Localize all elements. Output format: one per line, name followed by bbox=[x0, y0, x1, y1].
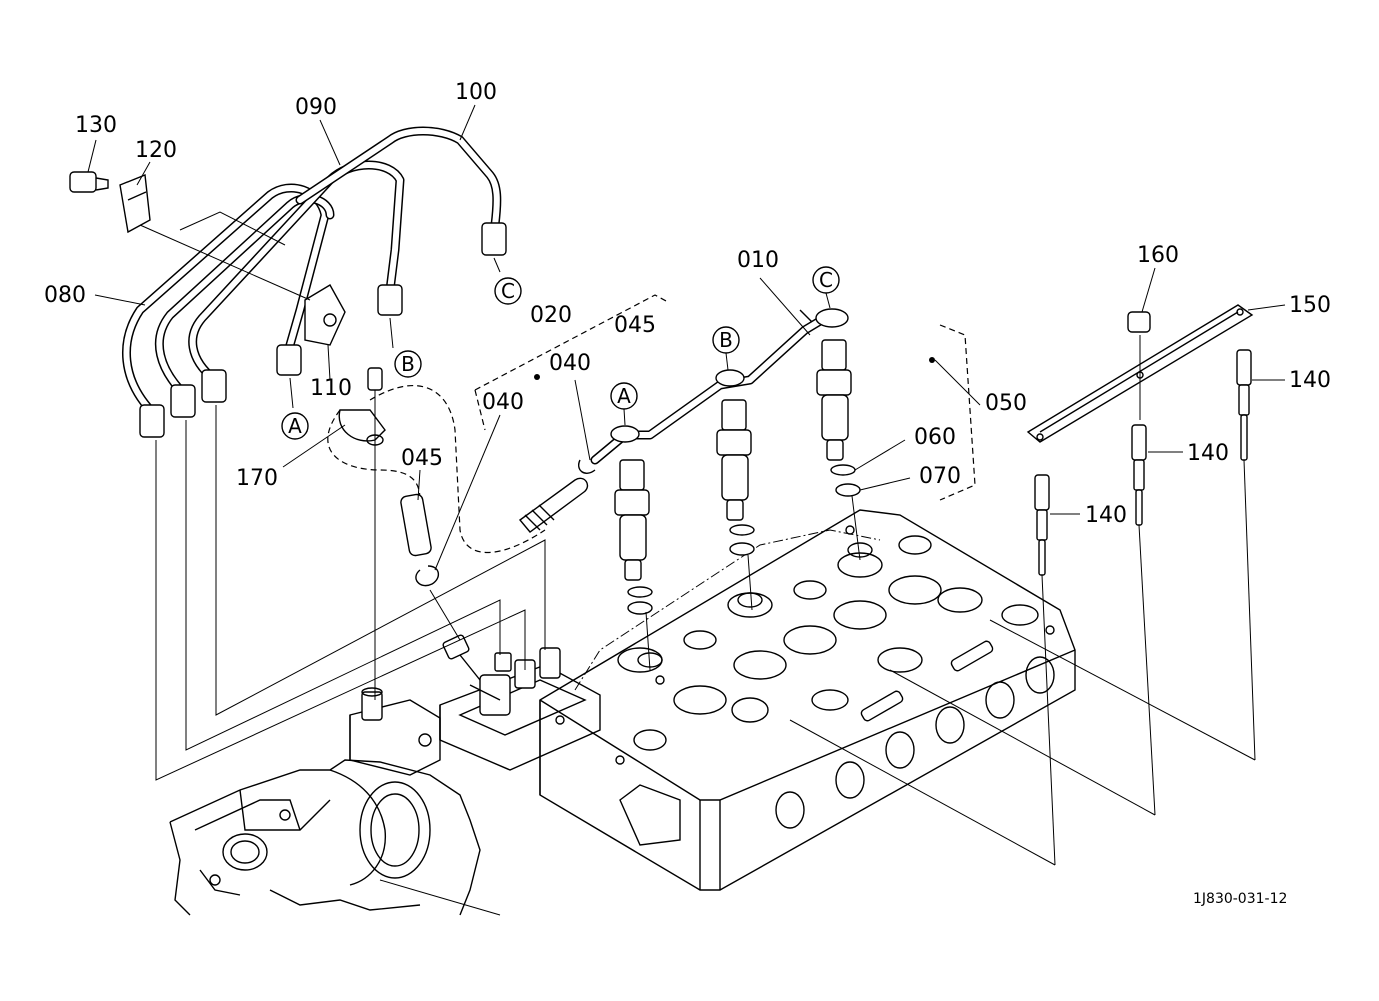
connection-markers: A B C A B C bbox=[281, 266, 840, 440]
label-140-right: 140 bbox=[1289, 368, 1331, 393]
clamp-parts bbox=[69, 171, 346, 346]
label-060: 060 bbox=[914, 425, 956, 450]
part-labels: 130 120 090 100 080 110 170 045 040 020 … bbox=[44, 80, 1331, 528]
label-080: 080 bbox=[44, 283, 86, 308]
svg-text:A: A bbox=[288, 414, 302, 438]
diagram-code: 1J830-031-12 bbox=[1193, 891, 1287, 907]
svg-text:B: B bbox=[719, 328, 733, 352]
clamp-120 bbox=[119, 174, 151, 234]
banjo-bolt bbox=[367, 367, 383, 391]
injector-3 bbox=[816, 339, 861, 561]
injector-1 bbox=[614, 459, 653, 671]
label-100: 100 bbox=[455, 80, 497, 105]
svg-text:B: B bbox=[401, 352, 415, 376]
label-140-left: 140 bbox=[1085, 503, 1127, 528]
pipe-routing-lines bbox=[155, 257, 546, 781]
injectors bbox=[614, 339, 861, 671]
cylinder-head bbox=[539, 509, 1076, 891]
head-outline-dashed bbox=[574, 529, 881, 691]
bracket-020 bbox=[474, 294, 669, 391]
nut-160 bbox=[1127, 311, 1151, 333]
bracket-050 bbox=[939, 324, 976, 501]
label-020: 020 bbox=[530, 303, 572, 328]
label-120: 120 bbox=[135, 138, 177, 163]
marker-a-pipe bbox=[281, 412, 309, 440]
glow-plug-3 bbox=[1236, 349, 1256, 761]
marker-b-pipe bbox=[394, 350, 422, 378]
pump-pedestal bbox=[349, 687, 441, 776]
label-170: 170 bbox=[236, 466, 278, 491]
clamp-170 bbox=[338, 409, 386, 442]
engine-block bbox=[169, 759, 501, 916]
hose-045 bbox=[400, 493, 432, 557]
svg-text:C: C bbox=[501, 279, 515, 303]
label-070: 070 bbox=[919, 464, 961, 489]
hose-040 bbox=[518, 477, 589, 533]
glow-plug-2 bbox=[1131, 424, 1156, 816]
svg-text:C: C bbox=[819, 268, 833, 292]
label-110: 110 bbox=[310, 376, 352, 401]
label-140-middle: 140 bbox=[1187, 441, 1229, 466]
injection-pipes bbox=[122, 126, 507, 438]
leakoff-assembly bbox=[327, 367, 596, 700]
label-040-lower: 040 bbox=[482, 390, 524, 415]
label-150: 150 bbox=[1289, 293, 1331, 318]
clamp-110 bbox=[304, 284, 346, 346]
injector-2 bbox=[716, 399, 755, 611]
label-040-upper: 040 bbox=[549, 351, 591, 376]
glow-plug-1 bbox=[1034, 474, 1056, 866]
head-ports bbox=[555, 525, 1055, 846]
label-010: 010 bbox=[737, 248, 779, 273]
svg-text:A: A bbox=[617, 384, 631, 408]
label-130: 130 bbox=[75, 113, 117, 138]
label-045-lower: 045 bbox=[401, 446, 443, 471]
label-leaders bbox=[87, 104, 1286, 571]
label-090: 090 bbox=[295, 95, 337, 120]
marker-c-pipe bbox=[494, 277, 522, 305]
bolt-130 bbox=[69, 171, 97, 193]
label-045-upper: 045 bbox=[614, 313, 656, 338]
label-160: 160 bbox=[1137, 243, 1179, 268]
glow-plug-assembly bbox=[789, 304, 1256, 866]
injection-pump bbox=[439, 634, 601, 771]
label-050: 050 bbox=[985, 391, 1027, 416]
